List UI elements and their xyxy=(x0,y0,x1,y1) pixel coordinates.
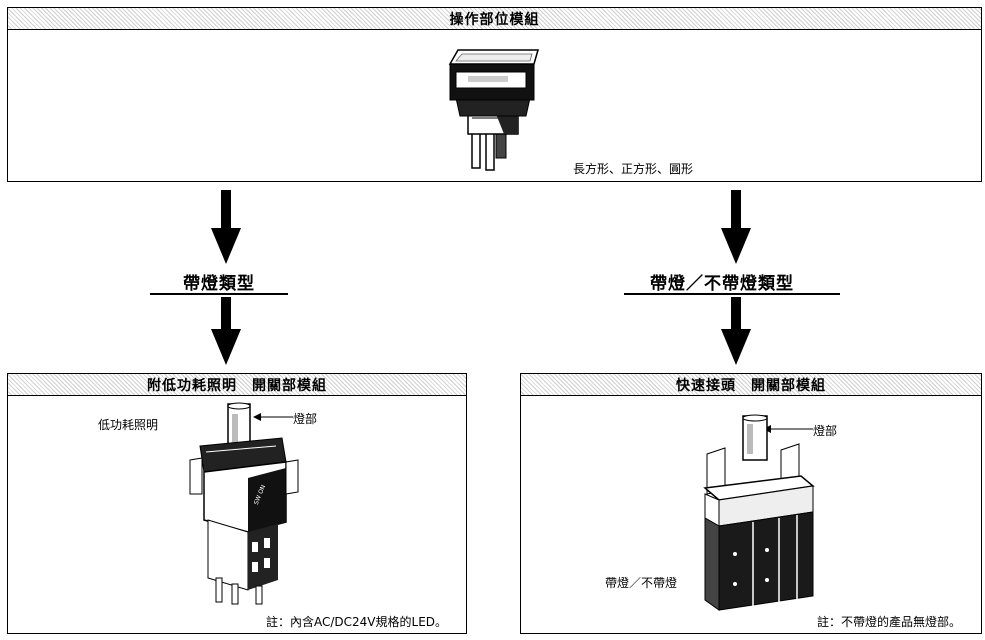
quick-connect-switch-module-header: 快速接頭 開關部模組 xyxy=(521,374,981,396)
quick-connect-switch-module-panel: 快速接頭 開關部模組 燈部 帶燈／不帶燈 註：不帶燈的產品無燈部。 xyxy=(520,373,982,634)
left-down-arrow-upper xyxy=(211,190,241,264)
left-branch-label: 帶燈類型 xyxy=(183,274,255,294)
low-power-label: 低功耗照明 xyxy=(98,418,159,432)
operation-module-title: 操作部位模組 xyxy=(449,11,540,28)
lamp-type-label: 帶燈／不帶燈 xyxy=(605,576,678,590)
left-branch-rule xyxy=(150,293,288,295)
left-note: 註：內含AC/DC24V規格的LED。 xyxy=(266,615,448,629)
right-branch-rule xyxy=(624,293,840,295)
left-lamp-leader-arrow xyxy=(253,413,293,421)
quick-connect-switch-module-title: 快速接頭 開關部模組 xyxy=(676,377,826,394)
right-down-arrow-upper xyxy=(721,190,751,264)
low-power-switch-illustration: SW ON xyxy=(189,402,299,605)
operation-module-header: 操作部位模組 xyxy=(8,8,981,30)
quick-connect-switch-illustration xyxy=(703,414,815,611)
operation-module-panel: 操作部位模組 長方形、正方形、圓形 xyxy=(7,7,982,182)
left-down-arrow-lower xyxy=(211,297,241,365)
shape-caption: 長方形、正方形、圓形 xyxy=(573,162,694,176)
right-note: 註：不帶燈的產品無燈部。 xyxy=(817,615,962,629)
low-power-switch-module-title: 附低功耗照明 開關部模組 xyxy=(147,377,327,394)
low-power-switch-module-header: 附低功耗照明 開關部模組 xyxy=(8,374,466,396)
low-power-switch-module-panel: 附低功耗照明 開關部模組 低功耗照明 燈部 SW ON 註：內含AC/DC24V… xyxy=(7,373,467,634)
right-lamp-label: 燈部 xyxy=(813,424,838,438)
left-lamp-label: 燈部 xyxy=(293,412,318,426)
operator-illustration xyxy=(448,49,539,171)
right-branch-label: 帶燈／不帶燈類型 xyxy=(650,274,794,294)
right-down-arrow-lower xyxy=(721,297,751,365)
